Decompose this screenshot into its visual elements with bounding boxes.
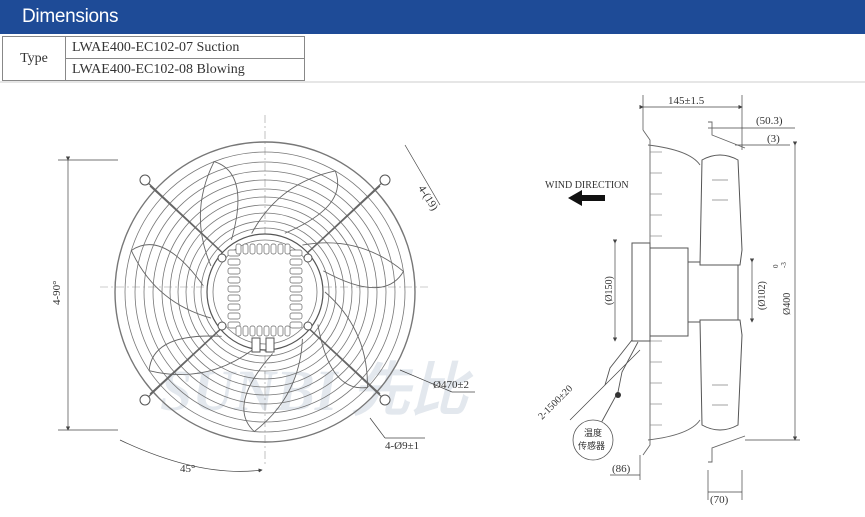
section-title: Dimensions	[22, 6, 119, 27]
wind-direction-arrow	[568, 190, 605, 206]
mounting-holes	[139, 174, 391, 406]
dim-86: (86)	[612, 463, 631, 475]
motor-shaft-hub	[687, 261, 739, 323]
section-header: Dimensions	[0, 0, 865, 34]
dim-slot: 4-(19)	[415, 183, 440, 213]
sensor-callout	[572, 419, 614, 461]
dim-400: Ø400	[782, 293, 793, 315]
sensor-label-line1: 温度	[584, 427, 602, 438]
type-table: Type LWAE400-EC102-07 Suction LWAE400-EC…	[2, 36, 305, 81]
dim-70: (70)	[710, 494, 729, 506]
dim-50: (50.3)	[756, 115, 783, 127]
motor-body	[649, 247, 689, 337]
guard-rings	[114, 141, 416, 443]
dim-45-degree: 45°	[180, 463, 195, 475]
dim-diameter: Ø470±2	[433, 379, 469, 391]
motor-hub	[206, 233, 324, 353]
motor-flange	[631, 242, 651, 342]
sensor-label-line2: 传感器	[578, 440, 605, 451]
type-row-2: LWAE400-EC102-08 Blowing	[3, 58, 305, 81]
fan-blades	[130, 161, 405, 433]
blade-lower	[699, 319, 743, 431]
blade-upper	[699, 154, 743, 266]
dim-angle: 4-90°	[51, 280, 63, 305]
mounting-struts	[144, 179, 386, 401]
dim-102: (Ø102)	[757, 281, 768, 310]
dim-400-tol-upper: 0	[772, 264, 780, 268]
wind-direction-label: WIND DIRECTION	[545, 180, 629, 191]
dim-depth: 145±1.5	[668, 95, 705, 107]
type-value-blowing: LWAE400-EC102-08 Blowing	[65, 58, 305, 81]
dim-holes: 4-Ø9±1	[385, 440, 419, 452]
side-view: 145±1.5 (50.3) (3) WIND DIRECTION	[536, 95, 800, 506]
dim-150: (Ø150)	[604, 276, 615, 305]
dim-400-tol-lower: -3	[780, 262, 788, 268]
dim-3: (3)	[767, 133, 780, 145]
dim-cable: 2-1500±20	[536, 383, 575, 422]
front-view: SUNBI 先比	[51, 115, 475, 475]
type-value-suction: LWAE400-EC102-07 Suction	[65, 36, 305, 59]
